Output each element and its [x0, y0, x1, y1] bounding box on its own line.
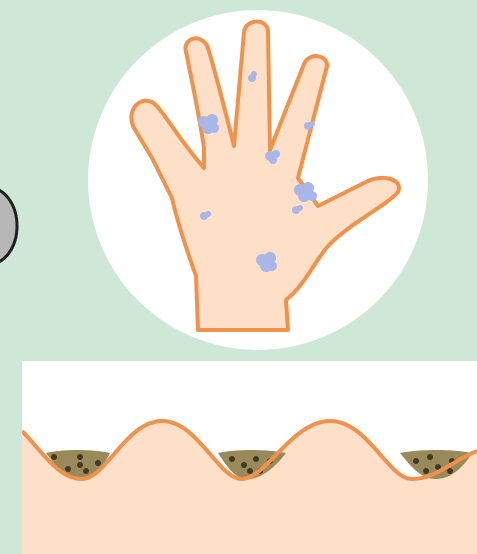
edge-object-icon: [0, 186, 20, 266]
hand-circle: [86, 8, 430, 352]
skin-cross-section: [22, 361, 477, 554]
